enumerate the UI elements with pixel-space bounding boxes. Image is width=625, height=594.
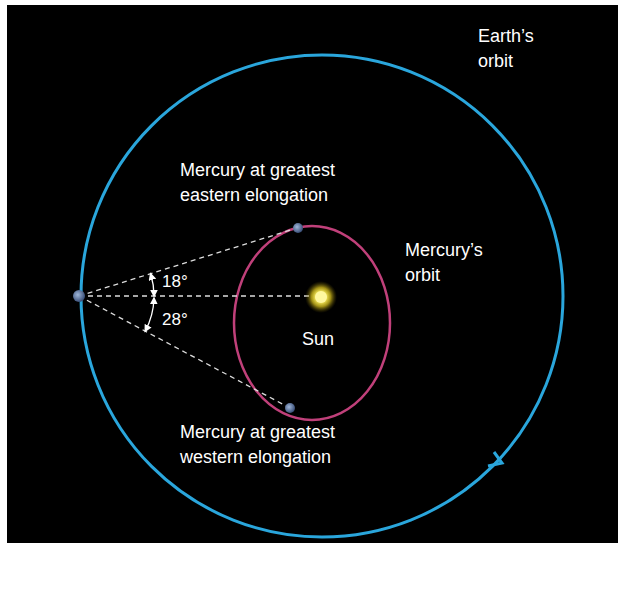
- mercury-western-dot: [285, 403, 295, 413]
- angle-label: 28°: [160, 310, 190, 330]
- black-background: [7, 5, 618, 543]
- orbit-direction-arrow: [488, 452, 502, 466]
- sight-line-western: [79, 296, 290, 408]
- sun-core: [315, 291, 327, 303]
- angle-label: 18°: [160, 272, 190, 292]
- position-label: Mercury at greatest western elongation: [180, 420, 380, 470]
- angle-arc-28: [145, 298, 154, 331]
- sight-line-sun: [79, 295, 313, 296]
- body-label: Sun: [302, 327, 334, 352]
- orbit-label: Earth’s orbit: [478, 24, 558, 74]
- angle-arc-18: [151, 274, 154, 296]
- earth-dot: [73, 290, 85, 302]
- mercury-eastern-dot: [293, 223, 303, 233]
- sight-lines: [79, 228, 313, 408]
- position-label: Mercury at greatest eastern elongation: [180, 158, 380, 208]
- orbit-label: Mercury’s orbit: [405, 238, 510, 288]
- sight-line-eastern: [79, 228, 297, 296]
- sun-glow: [305, 281, 337, 313]
